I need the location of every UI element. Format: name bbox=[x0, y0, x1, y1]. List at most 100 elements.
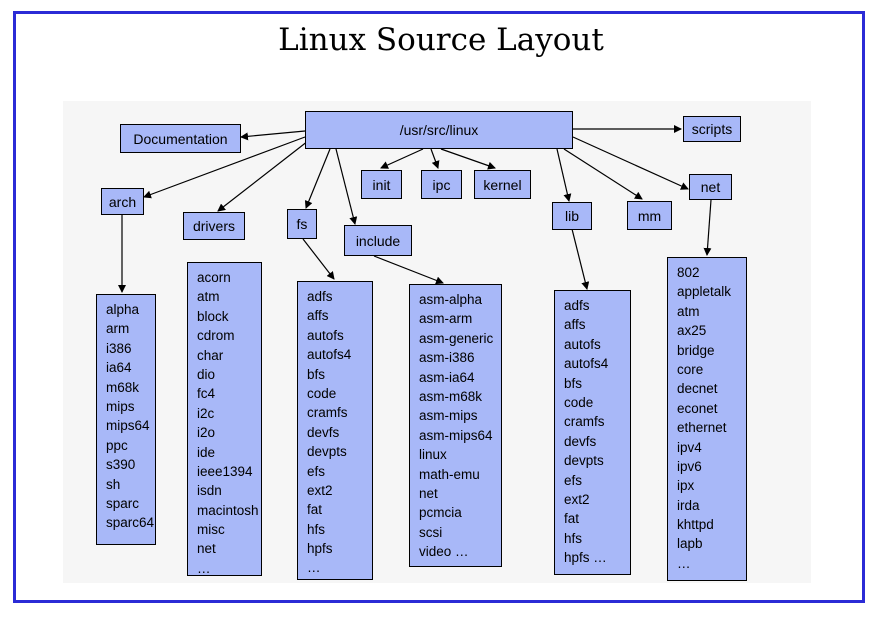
arrow-include-list bbox=[373, 255, 444, 285]
list-item: asm-mips64 bbox=[419, 427, 493, 443]
list-item: mips bbox=[106, 398, 135, 414]
list-drivers: acorn atm block cdrom char dio fc4 i2c i… bbox=[187, 262, 262, 576]
list-item: atm bbox=[677, 303, 700, 319]
list-item: char bbox=[197, 347, 224, 363]
list-item: code bbox=[564, 394, 594, 410]
list-item: hpfs bbox=[307, 541, 333, 557]
list-item: ipx bbox=[677, 478, 695, 494]
list-item: autofs4 bbox=[307, 347, 352, 363]
arrow-root-lib bbox=[556, 148, 572, 202]
list-item: core bbox=[677, 361, 704, 377]
list-fs: adfs affs autofs autofs4 bfs code cramfs… bbox=[297, 281, 373, 580]
list-item: net bbox=[419, 485, 438, 501]
list-item: bfs bbox=[564, 375, 583, 391]
list-item: … bbox=[677, 555, 691, 571]
list-item: devfs bbox=[307, 424, 340, 440]
node-arch: arch bbox=[101, 188, 144, 215]
list-item: net bbox=[197, 541, 216, 557]
list-item: irda bbox=[677, 497, 700, 513]
arrow-root-drivers bbox=[217, 140, 309, 212]
list-item: block bbox=[197, 308, 229, 324]
list-item: code bbox=[307, 385, 337, 401]
list-item: asm-mips bbox=[419, 408, 478, 424]
list-item: fat bbox=[307, 502, 323, 518]
arrow-net-list bbox=[703, 199, 712, 256]
list-item: hfs bbox=[307, 521, 326, 537]
list-item: bfs bbox=[307, 366, 326, 382]
list-item: bridge bbox=[677, 342, 715, 358]
list-item: sparc64 bbox=[106, 515, 155, 531]
list-item: fc4 bbox=[197, 386, 216, 402]
list-item: adfs bbox=[564, 298, 590, 313]
list-item: dio bbox=[197, 366, 216, 382]
arrow-root-kernel bbox=[440, 148, 496, 170]
list-item: cramfs bbox=[564, 414, 605, 430]
list-item: devpts bbox=[564, 453, 604, 469]
list-item: efs bbox=[564, 472, 583, 488]
arrow-root-ipc bbox=[430, 148, 440, 169]
list-item: math-emu bbox=[419, 466, 480, 482]
list-net: 802 appletalk atm ax25 bridge core decne… bbox=[667, 257, 747, 581]
list-item: asm-m68k bbox=[419, 388, 483, 404]
arrow-root-documentation bbox=[240, 130, 306, 141]
list-item: cramfs bbox=[307, 405, 348, 421]
list-item: atm bbox=[197, 289, 220, 305]
list-item: cdrom bbox=[197, 328, 235, 344]
list-item: autofs bbox=[564, 336, 601, 352]
list-item: macintosh bbox=[197, 502, 259, 518]
node-documentation: Documentation bbox=[120, 124, 241, 153]
list-item: devfs bbox=[564, 433, 597, 449]
list-item: ext2 bbox=[564, 491, 590, 507]
list-item: appletalk bbox=[677, 284, 732, 300]
list-item: arm bbox=[106, 321, 130, 337]
list-item: efs bbox=[307, 463, 326, 479]
list-item: ethernet bbox=[677, 420, 727, 436]
list-item: ax25 bbox=[677, 323, 707, 339]
list-item: ieee1394 bbox=[197, 463, 253, 479]
node-root: /usr/src/linux bbox=[305, 111, 573, 149]
list-item: ia64 bbox=[106, 360, 132, 376]
node-lib: lib bbox=[552, 202, 592, 230]
arrow-root-init bbox=[380, 148, 424, 169]
node-fs: fs bbox=[287, 209, 317, 239]
arrow-root-arch bbox=[143, 136, 306, 199]
list-item: devpts bbox=[307, 444, 347, 460]
list-item: alpha bbox=[106, 302, 140, 317]
list-lib: adfs affs autofs autofs4 bfs code cramfs… bbox=[554, 290, 631, 575]
list-item: misc bbox=[197, 522, 225, 538]
list-item: asm-alpha bbox=[419, 292, 483, 307]
arrow-root-net bbox=[572, 136, 689, 190]
list-item: video … bbox=[419, 544, 469, 560]
node-net: net bbox=[689, 174, 732, 200]
list-item: sparc bbox=[106, 495, 140, 511]
list-item: autofs4 bbox=[564, 356, 609, 372]
list-item: asm-arm bbox=[419, 311, 473, 327]
list-item: m68k bbox=[106, 379, 140, 395]
list-item: ipv4 bbox=[677, 439, 702, 455]
list-item: asm-generic bbox=[419, 330, 494, 346]
list-item: pcmcia bbox=[419, 505, 462, 521]
node-drivers: drivers bbox=[183, 212, 245, 240]
node-kernel: kernel bbox=[474, 170, 531, 199]
list-include: asm-alpha asm-arm asm-generic asm-i386 a… bbox=[409, 284, 502, 567]
list-item: sh bbox=[106, 476, 121, 492]
list-item: scsi bbox=[419, 524, 443, 540]
list-item: ide bbox=[197, 444, 216, 460]
node-include: include bbox=[344, 225, 412, 256]
list-item: i2c bbox=[197, 405, 215, 421]
node-ipc: ipc bbox=[421, 170, 462, 199]
list-item: 802 bbox=[677, 265, 700, 280]
list-item: asm-i386 bbox=[419, 350, 475, 366]
list-item: … bbox=[197, 560, 211, 576]
list-item: hfs bbox=[564, 530, 583, 546]
list-item: ipv6 bbox=[677, 458, 702, 474]
list-item: i2o bbox=[197, 425, 216, 441]
arrow-root-fs bbox=[304, 148, 331, 209]
list-item: khttpd bbox=[677, 517, 714, 533]
list-item: ext2 bbox=[307, 482, 333, 498]
slide-title: Linux Source Layout bbox=[278, 22, 604, 58]
list-item: autofs bbox=[307, 327, 344, 343]
list-item: hpfs … bbox=[564, 550, 607, 566]
list-item: mips64 bbox=[106, 418, 150, 434]
